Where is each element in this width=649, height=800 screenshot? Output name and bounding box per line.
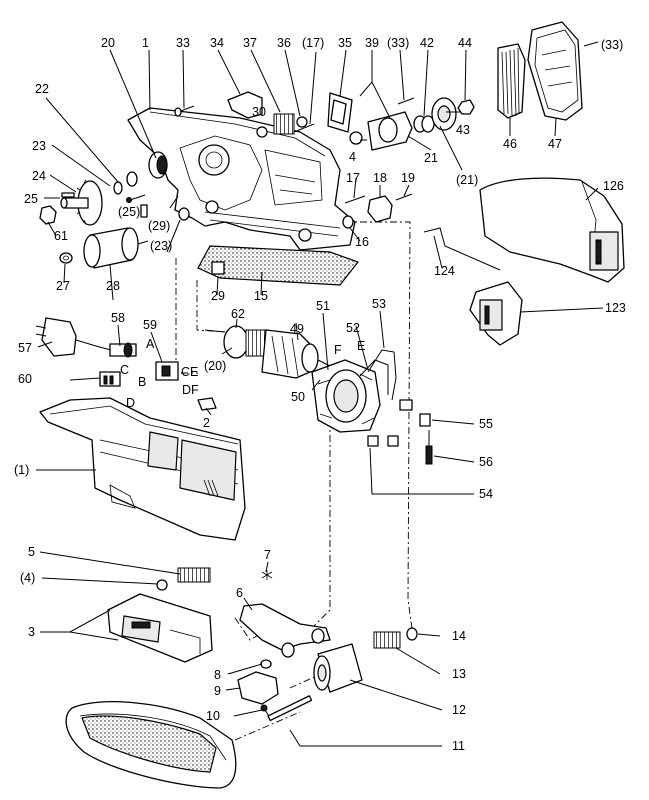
label-part-17p: (17): [302, 36, 324, 50]
dust-bag-part-126: [479, 177, 625, 283]
field-part-51: [311, 349, 433, 465]
left-gear-cluster: [39, 151, 190, 269]
label-part-52: 52: [346, 321, 360, 335]
label-part-28: 28: [106, 279, 120, 293]
label-part-36: 36: [277, 36, 291, 50]
label-part-17: 17: [346, 171, 360, 185]
label-part-12: 12: [452, 703, 466, 717]
label-part-39: 39: [365, 36, 379, 50]
rod-part-124: [423, 227, 501, 271]
label-part-46: 46: [503, 137, 517, 151]
label-wire-B: B: [138, 375, 146, 389]
label-part-15: 15: [254, 289, 268, 303]
drive-belt-and-cover: [497, 21, 599, 121]
label-part-33: 33: [176, 36, 190, 50]
label-part-21p: (21): [456, 173, 478, 187]
label-part-25p: (25): [118, 205, 140, 219]
armature-parts-62-49-50: [204, 325, 331, 379]
label-part-16: 16: [355, 235, 369, 249]
label-part-62: 62: [231, 307, 245, 321]
label-wire-F: F: [334, 343, 342, 357]
label-part-50: 50: [291, 390, 305, 404]
label-part-25: 25: [24, 192, 38, 206]
label-part-29p: (29): [148, 219, 170, 233]
label-part-34: 34: [210, 36, 224, 50]
label-part-13: 13: [452, 667, 466, 681]
dust-adapter-part-123: [469, 281, 523, 346]
label-part-49: 49: [290, 322, 304, 336]
label-part-60: 60: [18, 372, 32, 386]
label-part-126: 126: [603, 179, 624, 193]
label-part-29: 29: [211, 289, 225, 303]
label-part-18: 18: [373, 171, 387, 185]
label-part-51: 51: [316, 299, 330, 313]
label-part-3: 3: [28, 625, 35, 639]
lower-parts-cluster: [65, 567, 418, 789]
label-part-21: 21: [424, 151, 438, 165]
label-part-33p: (33): [387, 36, 409, 50]
label-part-11: 11: [452, 739, 465, 753]
label-part-44: 44: [458, 36, 472, 50]
part-number-labels: 1 20 33 34 37 36 (17) 35 39 (33) 42 44 (…: [14, 36, 626, 753]
label-part-124: 124: [434, 264, 455, 278]
label-wire-CE: CE: [181, 365, 198, 379]
label-part-30: 30: [252, 105, 266, 119]
label-part-1: 1: [142, 36, 149, 50]
label-part-55: 55: [479, 417, 493, 431]
label-part-23p: (23): [150, 239, 172, 253]
label-part-5: 5: [28, 545, 35, 559]
label-part-123: 123: [605, 301, 626, 315]
label-part-43: 43: [456, 123, 470, 137]
label-part-58: 58: [111, 311, 125, 325]
label-part-22: 22: [35, 82, 49, 96]
label-part-24: 24: [32, 169, 46, 183]
label-part-61: 61: [54, 229, 68, 243]
label-part-57: 57: [18, 341, 32, 355]
top-parts-cluster: [174, 91, 475, 229]
label-part-27: 27: [56, 279, 70, 293]
label-wire-A: A: [146, 337, 155, 351]
label-part-19: 19: [401, 171, 415, 185]
label-part-37: 37: [243, 36, 257, 50]
label-part-6: 6: [236, 586, 243, 600]
housing-cover-part-1p: [39, 397, 246, 541]
label-part-20: 20: [101, 36, 115, 50]
label-part-4: 4: [349, 150, 356, 164]
label-part-9: 9: [214, 684, 221, 698]
label-wire-DF: DF: [182, 383, 199, 397]
label-part-20p: (20): [204, 359, 226, 373]
label-part-8: 8: [214, 668, 221, 682]
label-part-53: 53: [372, 297, 386, 311]
label-part-10: 10: [206, 709, 220, 723]
label-part-56: 56: [479, 455, 493, 469]
cord-and-switch-cluster: [35, 317, 217, 411]
label-part-42: 42: [420, 36, 434, 50]
label-part-2: 2: [203, 416, 210, 430]
label-part-54: 54: [479, 487, 493, 501]
pad-part-29: [211, 261, 225, 275]
label-part-33q: (33): [601, 38, 623, 52]
label-part-4p: (4): [20, 571, 35, 585]
label-wire-D: D: [126, 396, 135, 410]
label-part-35: 35: [338, 36, 352, 50]
label-part-14: 14: [452, 629, 466, 643]
label-part-7: 7: [264, 548, 271, 562]
label-part-59: 59: [143, 318, 157, 332]
label-wire-E: E: [357, 339, 365, 353]
leader-lines: [36, 49, 604, 747]
platen-part-15: [197, 245, 359, 286]
label-part-1p: (1): [14, 463, 29, 477]
label-part-47: 47: [548, 137, 562, 151]
label-wire-C: C: [120, 363, 129, 377]
label-part-23: 23: [32, 139, 46, 153]
